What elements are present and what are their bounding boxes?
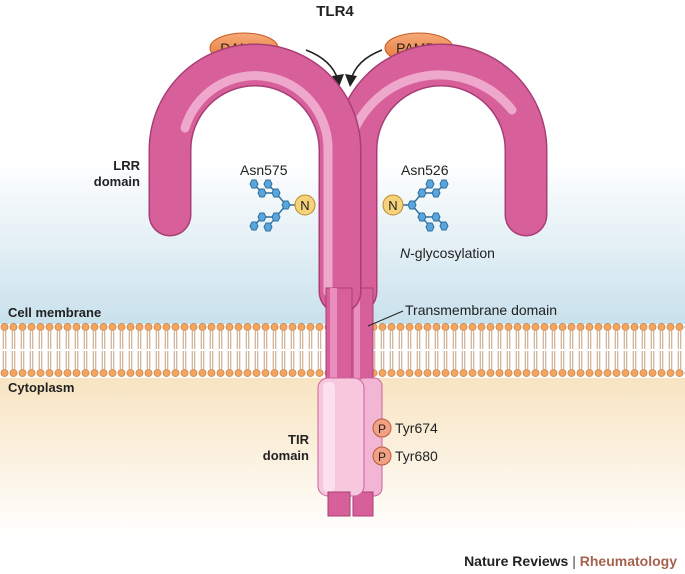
glycan-left <box>249 179 298 232</box>
lrr-label-line2: domain <box>94 174 140 189</box>
arrowhead-right <box>345 74 357 87</box>
phospho-tyr680-badge: P <box>372 446 392 466</box>
svg-text:P: P <box>378 450 386 464</box>
asn575-badge: N <box>294 194 316 216</box>
cytoplasm-label: Cytoplasm <box>8 380 74 395</box>
footer-credit: Nature Reviews | Rheumatology <box>464 553 677 569</box>
transmembrane-label: Transmembrane domain <box>405 302 557 318</box>
glycan-right <box>400 179 449 232</box>
title: TLR4 <box>316 3 354 20</box>
tlr4-monomer-left <box>148 43 365 517</box>
n-glycosylation-label: N-glycosylation <box>400 245 495 261</box>
phospho-tyr674-badge: P <box>372 418 392 438</box>
tyr680-label: Tyr680 <box>395 448 438 464</box>
arrowhead-left <box>332 74 344 87</box>
asn526-badge: N <box>382 194 404 216</box>
svg-text:N: N <box>388 198 397 213</box>
transmembrane-leader <box>367 310 404 327</box>
asn575-label: Asn575 <box>240 162 288 178</box>
svg-text:P: P <box>378 422 386 436</box>
tyr674-label: Tyr674 <box>395 420 438 436</box>
cell-membrane-label: Cell membrane <box>8 305 101 320</box>
tir-label-line1: TIR <box>288 432 310 447</box>
tir-label-line2: domain <box>263 448 309 463</box>
lrr-label-line1: LRR <box>113 158 140 173</box>
svg-text:N: N <box>300 198 309 213</box>
asn526-label: Asn526 <box>401 162 449 178</box>
